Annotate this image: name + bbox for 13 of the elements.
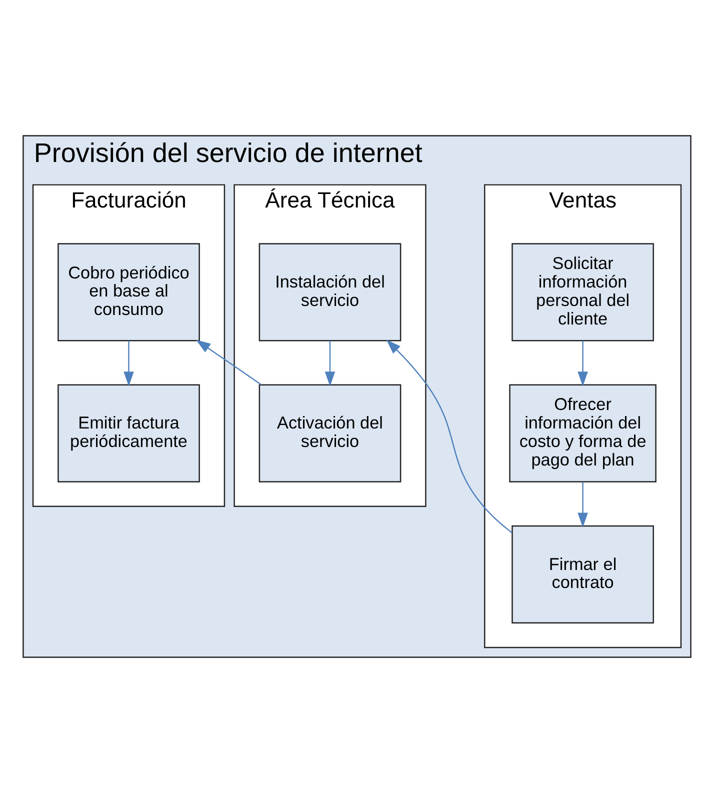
node-box: Cobro periódico en base al consumo — [58, 242, 200, 341]
arrow — [324, 340, 336, 386]
arrow — [386, 339, 512, 533]
arrow — [196, 339, 262, 385]
arrow — [578, 481, 588, 527]
arrow — [578, 340, 588, 386]
arrow — [124, 340, 134, 386]
node-box: Solicitar información personal del cliente — [512, 242, 654, 341]
node-box: Instalación del servicio — [258, 242, 402, 341]
node-box: Emitir factura periódicamente — [58, 384, 200, 482]
node-box: Firmar el contrato — [512, 524, 654, 624]
node-box: Activación del servicio — [258, 384, 402, 482]
node-box: Ofrecer información del costo y forma de pago del plan — [509, 384, 656, 482]
